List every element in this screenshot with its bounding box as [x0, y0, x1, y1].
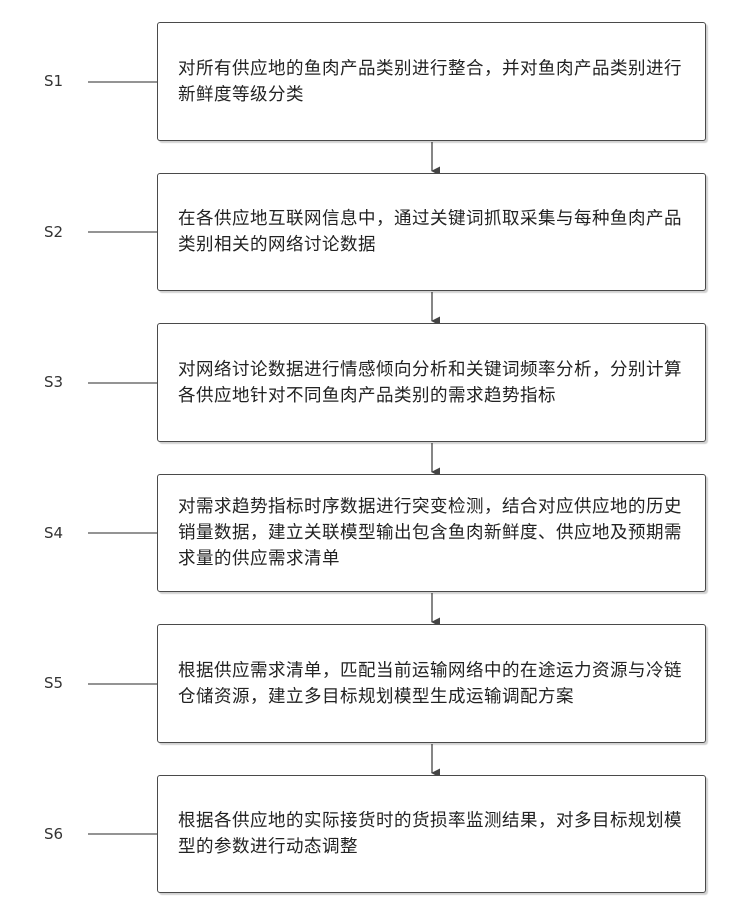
step-label-s3: S3	[44, 373, 74, 391]
step-label-s1: S1	[44, 72, 74, 90]
step-text-s3: 对网络讨论数据进行情感倾向分析和关键词频率分析，分别计算各供应地针对不同鱼肉产品…	[178, 357, 685, 409]
step-box-s6: 根据各供应地的实际接货时的货损率监测结果，对多目标规划模型的参数进行动态调整	[157, 775, 706, 893]
step-text-s1: 对所有供应地的鱼肉产品类别进行整合，并对鱼肉产品类别进行新鲜度等级分类	[178, 56, 685, 108]
step-text-s6: 根据各供应地的实际接货时的货损率监测结果，对多目标规划模型的参数进行动态调整	[178, 808, 685, 860]
step-text-s4: 对需求趋势指标时序数据进行突变检测，结合对应供应地的历史销量数据，建立关联模型输…	[178, 494, 685, 572]
step-box-s2: 在各供应地互联网信息中，通过关键词抓取采集与每种鱼肉产品类别相关的网络讨论数据	[157, 173, 706, 291]
step-box-s5: 根据供应需求清单，匹配当前运输网络中的在途运力资源与冷链仓储资源，建立多目标规划…	[157, 624, 706, 743]
step-text-s5: 根据供应需求清单，匹配当前运输网络中的在途运力资源与冷链仓储资源，建立多目标规划…	[178, 658, 685, 710]
step-box-s1: 对所有供应地的鱼肉产品类别进行整合，并对鱼肉产品类别进行新鲜度等级分类	[157, 22, 706, 141]
step-box-s3: 对网络讨论数据进行情感倾向分析和关键词频率分析，分别计算各供应地针对不同鱼肉产品…	[157, 323, 706, 442]
step-label-s5: S5	[44, 674, 74, 692]
step-text-s2: 在各供应地互联网信息中，通过关键词抓取采集与每种鱼肉产品类别相关的网络讨论数据	[178, 206, 685, 258]
step-box-s4: 对需求趋势指标时序数据进行突变检测，结合对应供应地的历史销量数据，建立关联模型输…	[157, 474, 706, 592]
step-label-s4: S4	[44, 524, 74, 542]
step-label-s6: S6	[44, 825, 74, 843]
step-label-s2: S2	[44, 223, 74, 241]
